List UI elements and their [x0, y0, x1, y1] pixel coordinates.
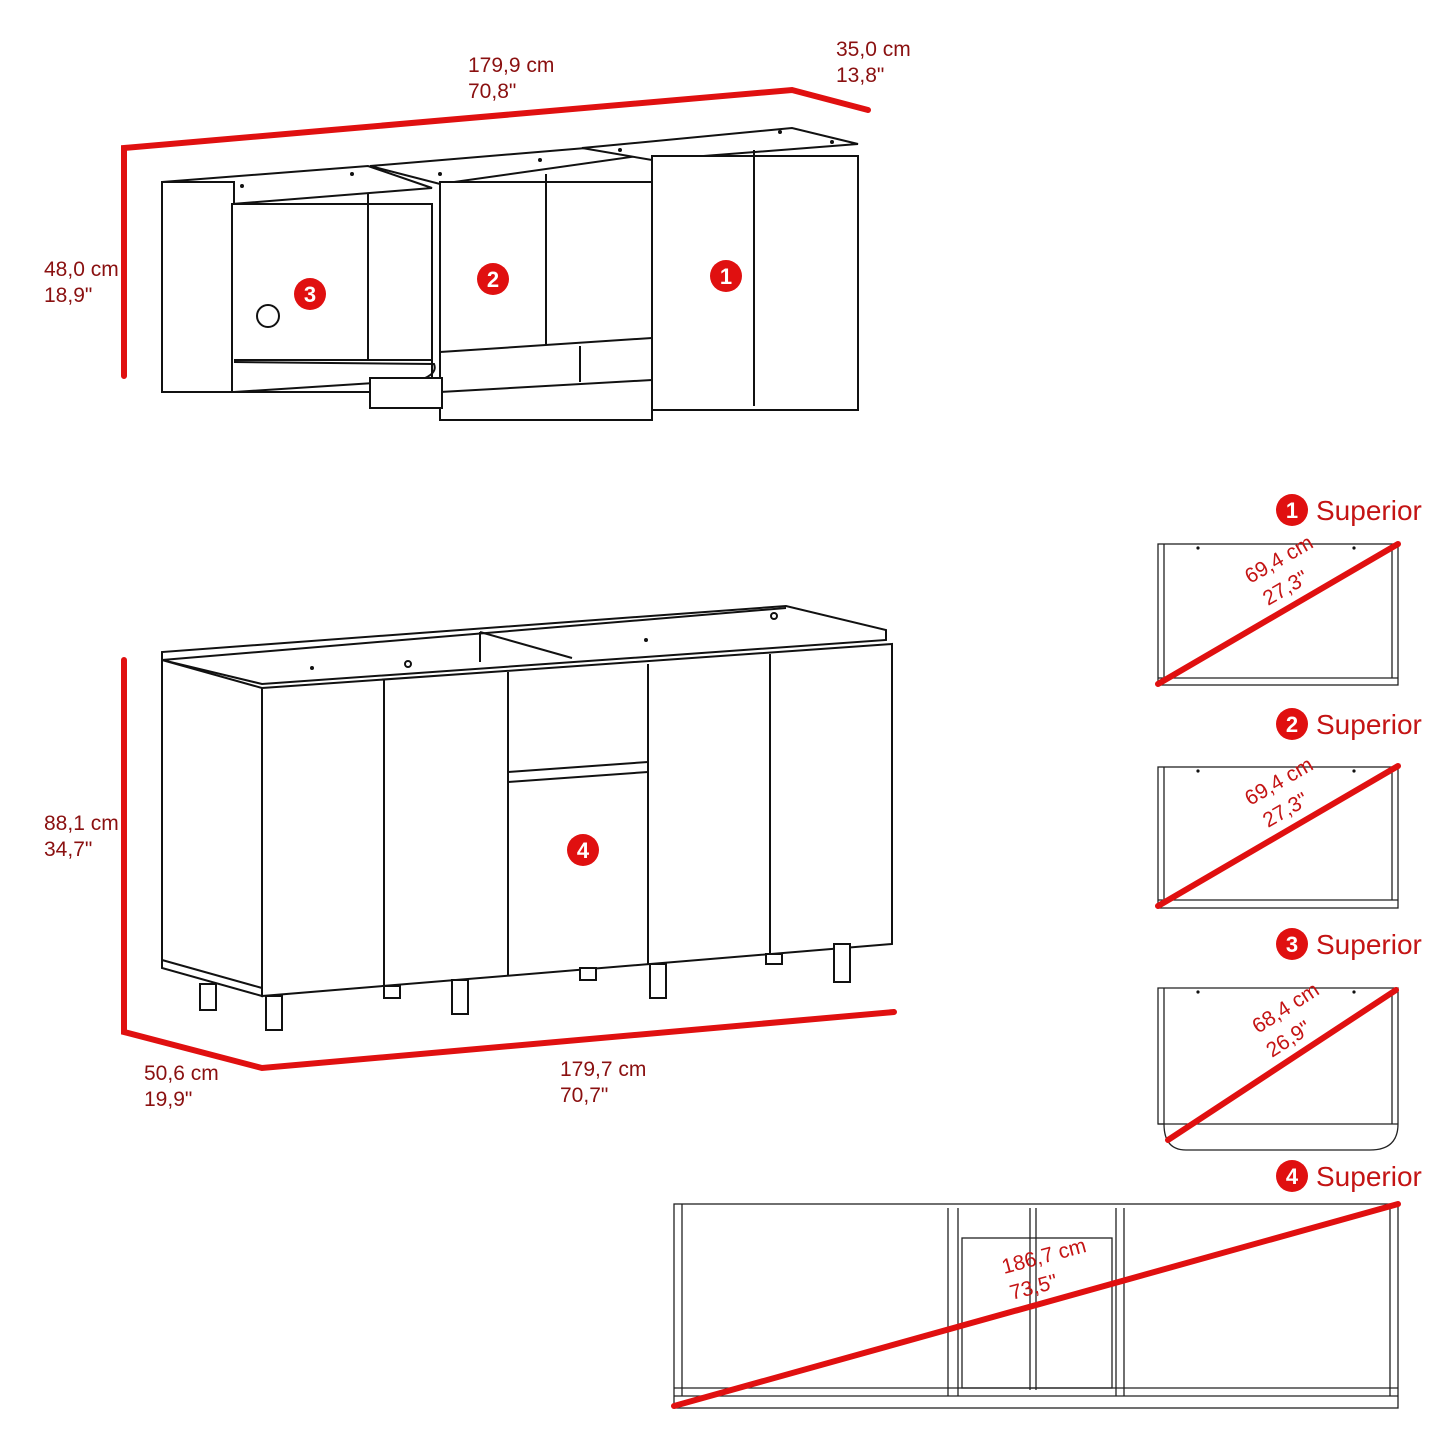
- module-badge-3: 3: [294, 278, 326, 310]
- svg-text:1: 1: [720, 264, 732, 289]
- top-view-1-title: Superior: [1316, 495, 1422, 526]
- lower-height-cm: 88,1 cm: [44, 812, 119, 835]
- lower-width-cm: 179,7 cm: [560, 1058, 646, 1081]
- upper-cabinet-drawing: 3 2 1 179,9 cm 70,8" 35,0 cm 13,8" 48,0 …: [44, 38, 911, 421]
- module-badge-1: 1: [710, 260, 742, 292]
- top-view-3-title: Superior: [1316, 929, 1422, 960]
- module-badge-2: 2: [477, 263, 509, 295]
- svg-text:2: 2: [487, 267, 499, 292]
- svg-text:2: 2: [1286, 712, 1298, 737]
- lower-depth-in: 19,9": [144, 1088, 192, 1111]
- upper-dimension-line: [121, 86, 871, 379]
- lower-depth-cm: 50,6 cm: [144, 1062, 219, 1085]
- lower-height-in: 34,7": [44, 838, 92, 861]
- svg-text:3: 3: [304, 282, 316, 307]
- upper-depth-in: 13,8": [836, 64, 884, 87]
- top-view-4: 4 Superior 186,7 cm 73,5": [671, 1160, 1422, 1409]
- lower-cabinet-drawing: 4 88,1 cm 34,7" 50,6 cm 19,9" 179,7 cm 7…: [44, 604, 897, 1111]
- upper-height-cm: 48,0 cm: [44, 258, 119, 281]
- upper-depth-cm: 35,0 cm: [836, 38, 911, 61]
- svg-text:4: 4: [1286, 1164, 1299, 1189]
- svg-text:4: 4: [577, 838, 590, 863]
- upper-height-in: 18,9": [44, 284, 92, 307]
- lower-width-in: 70,7": [560, 1084, 608, 1107]
- upper-width-in: 70,8": [468, 80, 516, 103]
- top-view-2-title: Superior: [1316, 709, 1422, 740]
- top-view-3: 3 Superior 68,4 cm 26,9": [1157, 928, 1422, 1151]
- top-view-4-title: Superior: [1316, 1161, 1422, 1192]
- svg-text:3: 3: [1286, 932, 1298, 957]
- lower-dimension-line: [121, 657, 897, 1072]
- module-badge-4: 4: [567, 834, 599, 866]
- top-view-2: 2 Superior 69,4 cm 27,3": [1155, 708, 1422, 909]
- top-view-1: 1 Superior 69,4 cm 27,3": [1155, 494, 1422, 687]
- upper-width-cm: 179,9 cm: [468, 54, 554, 77]
- svg-text:1: 1: [1286, 498, 1298, 523]
